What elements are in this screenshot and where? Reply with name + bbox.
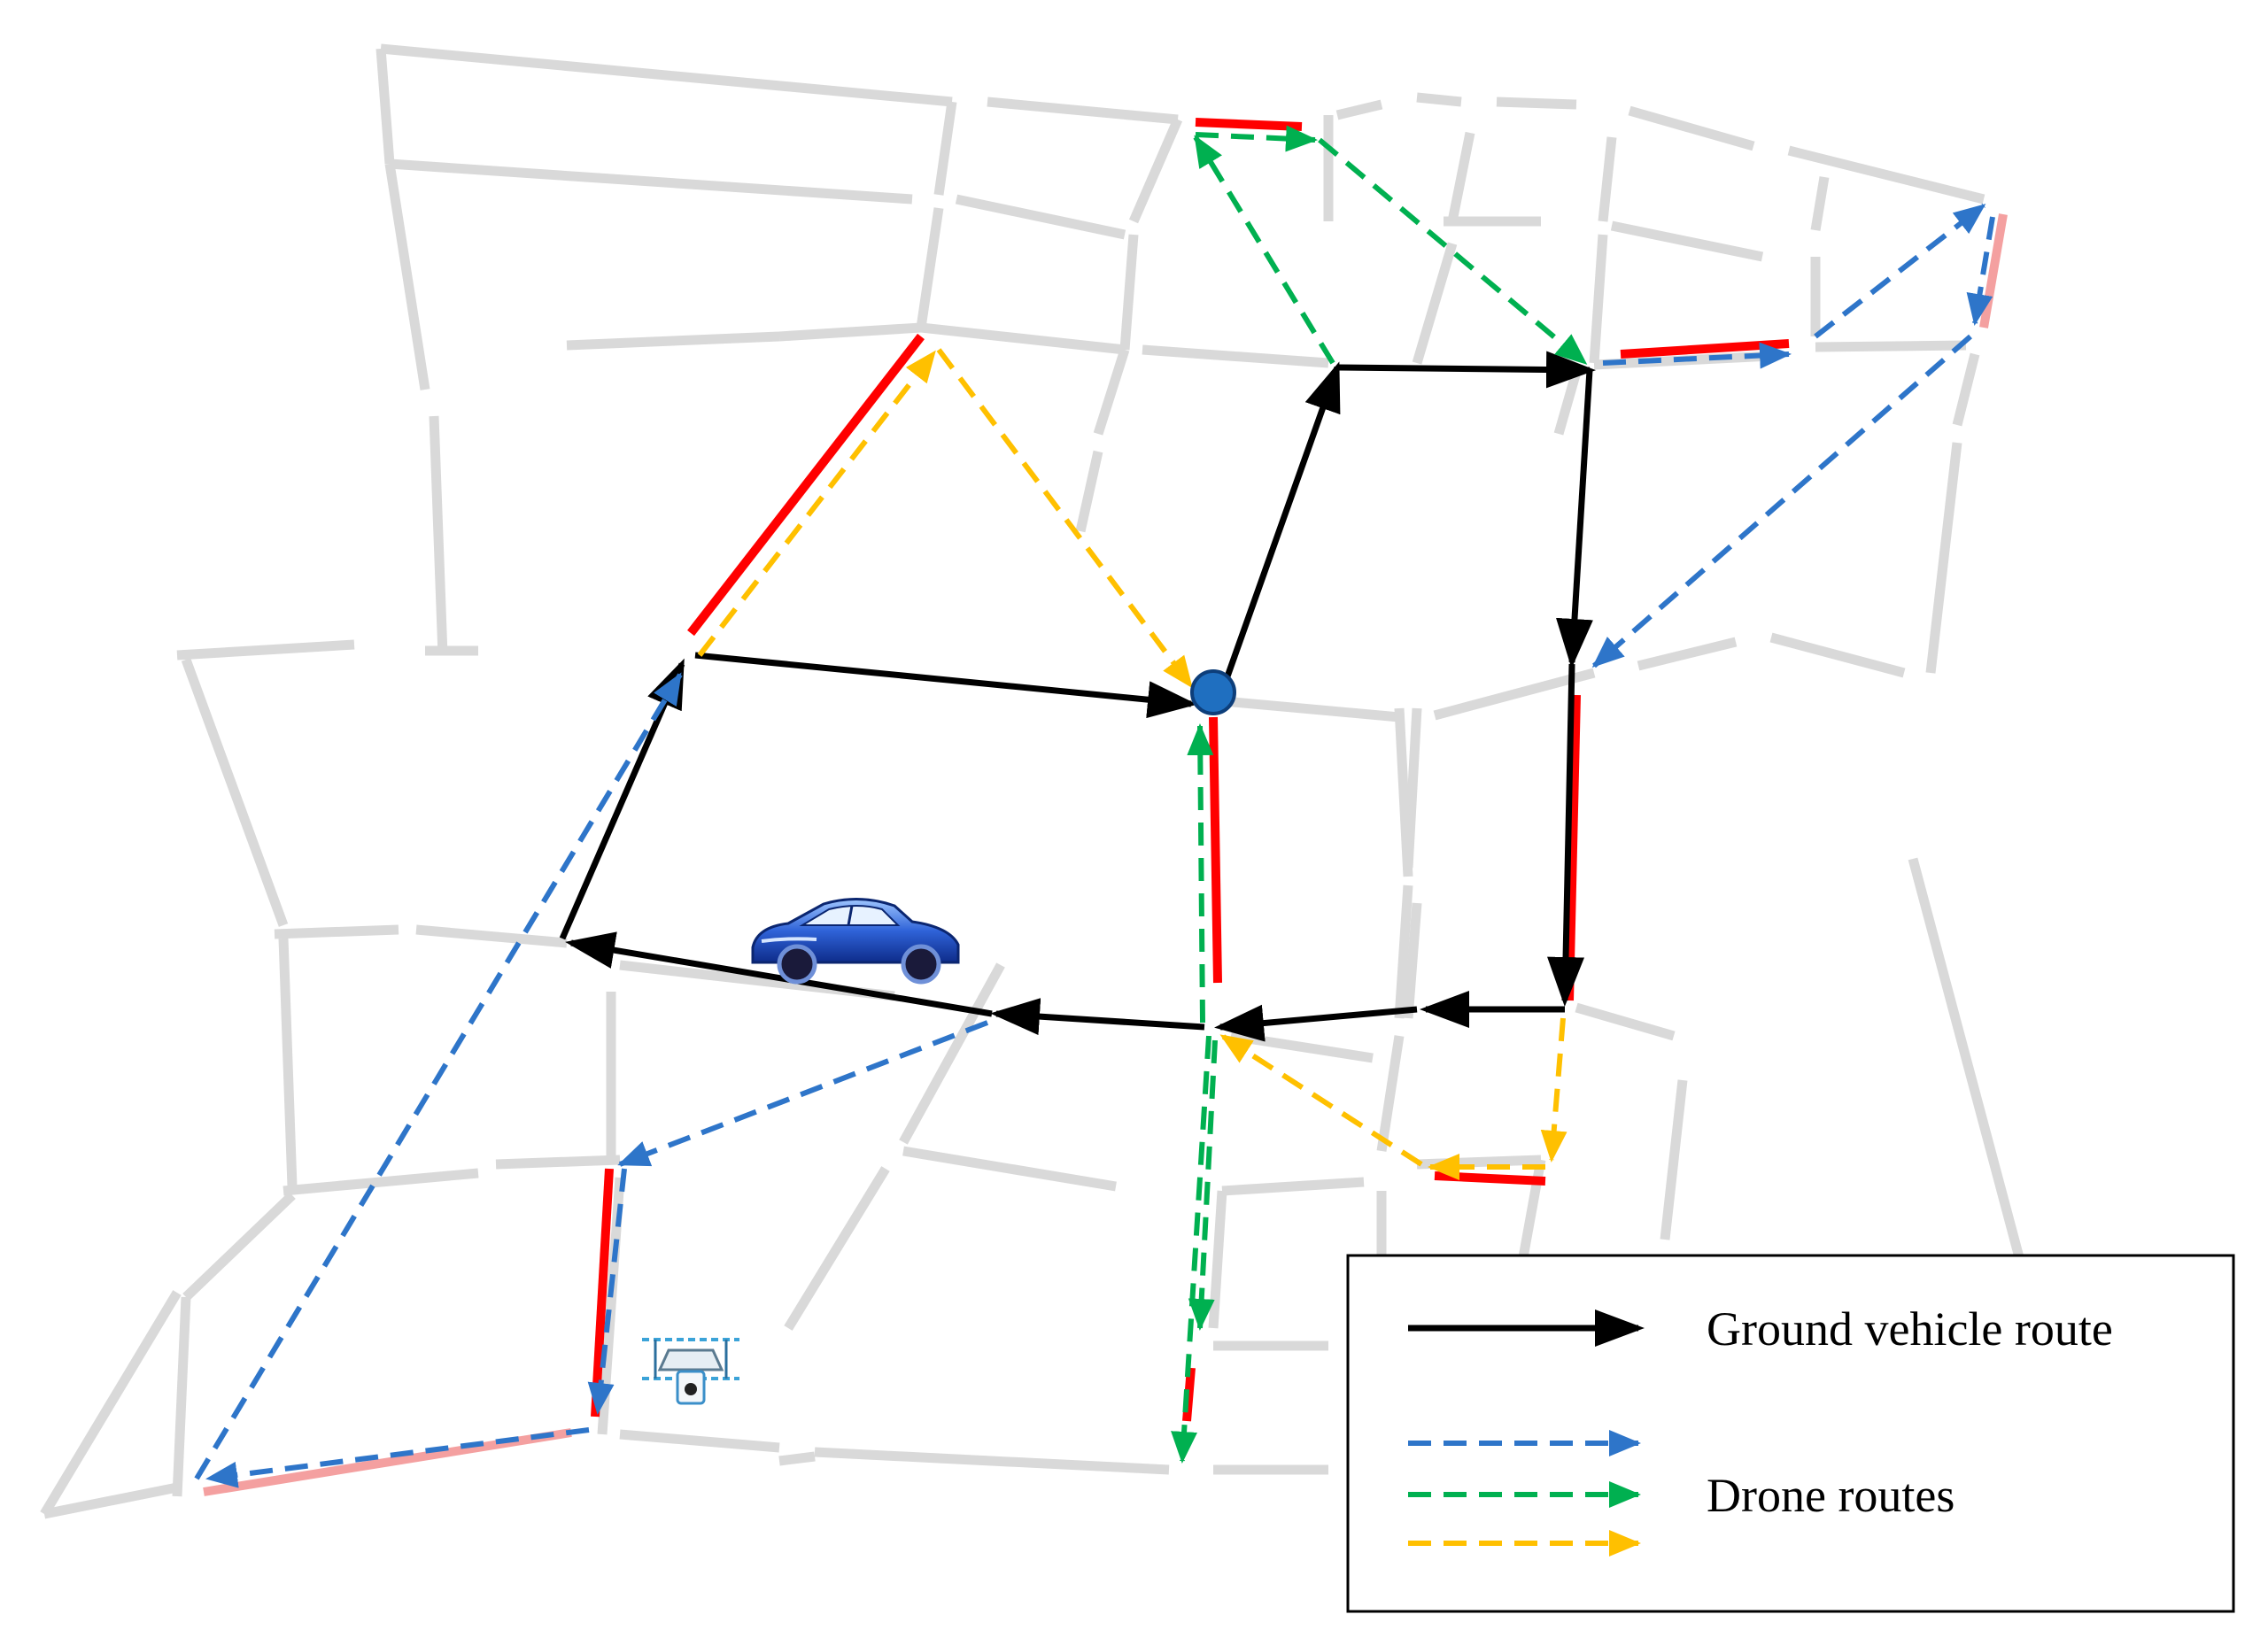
legend-drone-label: Drone routes: [1707, 1469, 1955, 1522]
ground-vehicle-route: [559, 351, 1596, 1042]
legend-ground-label: Ground vehicle route: [1707, 1302, 2113, 1356]
drone-routes-blue: [194, 203, 1995, 1488]
drone-routes-yellow: [697, 348, 1567, 1180]
car-icon: [751, 898, 960, 985]
legend: Ground vehicle route Drone routes: [1346, 1254, 2235, 1613]
drone-routes-green: [1171, 125, 1588, 1464]
drone-icon: [642, 1338, 739, 1405]
depot-node-icon: [1190, 669, 1236, 715]
legend-box: [1346, 1254, 2235, 1613]
road-network: [40, 43, 2024, 1519]
